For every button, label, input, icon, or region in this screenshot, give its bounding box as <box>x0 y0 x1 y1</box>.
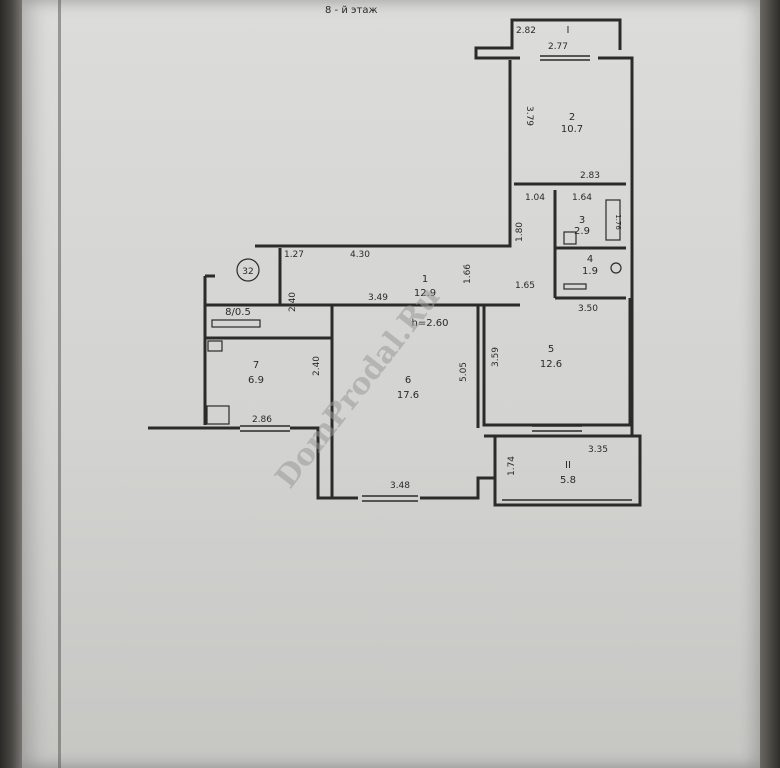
dim-3-49: 3.49 <box>368 293 388 303</box>
dim-2-40-upper: 2.40 <box>288 292 298 312</box>
dim-1-80: 1.80 <box>515 222 525 242</box>
room-6-number: 6 <box>405 375 411 386</box>
dim-3-35: 3.35 <box>588 445 608 455</box>
window-top <box>540 55 590 61</box>
room-8-label: 8/0.5 <box>225 307 251 318</box>
radiator-room4-icon <box>563 283 587 290</box>
dim-2-82: 2.82 <box>516 26 536 36</box>
dim-2-83: 2.83 <box>580 171 600 181</box>
paper-sheet <box>22 0 760 768</box>
room-1-area: 12.9 <box>414 288 436 299</box>
room-5-number: 5 <box>548 344 554 355</box>
dim-1-27: 1.27 <box>284 250 304 260</box>
dim-3-59: 3.59 <box>491 347 501 367</box>
corridor-wall <box>255 60 512 248</box>
window-left <box>240 425 290 432</box>
room-4-area: 1.9 <box>582 266 598 277</box>
apartment-number-circle <box>236 258 260 282</box>
room-3-number: 3 <box>579 215 585 226</box>
dim-3-79: 3.79 <box>524 106 534 126</box>
room-7-number: 7 <box>253 360 259 371</box>
dim-2-86: 2.86 <box>252 415 272 425</box>
sink-icon <box>563 231 577 245</box>
room-3-area: 2.9 <box>574 226 590 237</box>
window-room5 <box>532 425 582 432</box>
room-1-number: 1 <box>422 274 428 285</box>
dim-2-77: 2.77 <box>548 42 568 52</box>
room-6-area: 17.6 <box>397 390 419 401</box>
room-2-area: 10.7 <box>561 124 583 135</box>
dim-1-76: 1.76 <box>614 214 622 230</box>
dim-1-65: 1.65 <box>515 281 535 291</box>
radiator-icon <box>211 319 261 328</box>
binder-edge <box>58 0 61 768</box>
toilet-icon <box>610 262 622 274</box>
balcony-area: 5.8 <box>560 475 576 486</box>
bathtub-icon <box>605 199 621 241</box>
stove-icon <box>206 405 230 425</box>
dim-4-30: 4.30 <box>350 250 370 260</box>
dim-3-48: 3.48 <box>390 481 410 491</box>
outer-wall <box>148 18 642 507</box>
room5-walls <box>482 298 632 427</box>
sink-kitchen-icon <box>207 340 223 352</box>
room-4-number: 4 <box>587 254 593 265</box>
balcony-walls <box>484 434 640 505</box>
dim-3-50: 3.50 <box>578 304 598 314</box>
apartment-number: 32 <box>242 267 253 277</box>
room-2-number: 2 <box>569 112 575 123</box>
dim-2-40-lower: 2.40 <box>312 356 322 376</box>
hall-partitions <box>278 248 520 498</box>
bathroom-walls <box>514 182 626 300</box>
dim-1-64: 1.64 <box>572 193 592 203</box>
window-bottom <box>362 495 418 502</box>
dim-1-66: 1.66 <box>463 264 473 284</box>
room-7-area: 6.9 <box>248 375 264 386</box>
dim-1-74: 1.74 <box>507 456 517 476</box>
dim-1-04: 1.04 <box>525 193 545 203</box>
balcony-number: II <box>565 460 571 471</box>
loggia-number: I <box>567 25 570 36</box>
left-wing-wall <box>203 274 334 425</box>
dim-5-05: 5.05 <box>459 362 469 382</box>
room-5-area: 12.6 <box>540 359 562 370</box>
ceiling-height: h=2.60 <box>412 318 449 329</box>
floor-label: 8 - й этаж <box>325 5 377 16</box>
